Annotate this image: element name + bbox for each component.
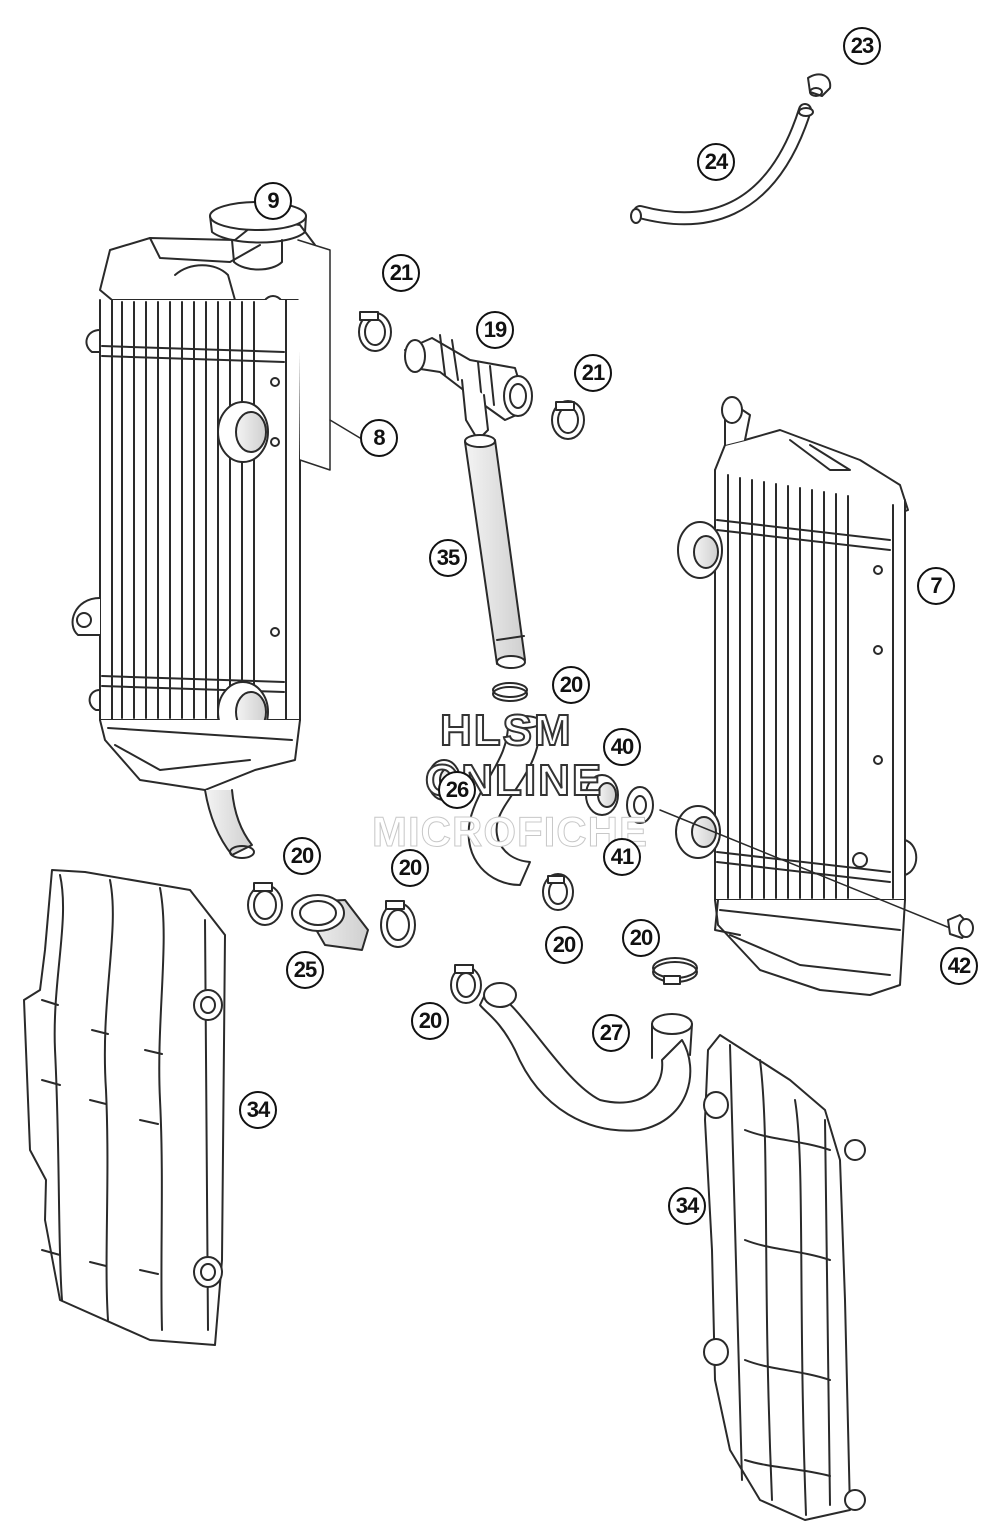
watermark-line-3: MICROFICHE: [372, 808, 648, 856]
callout-27: 27: [592, 1014, 630, 1052]
clamp-21-left: [358, 311, 392, 352]
callout-9: 9: [254, 182, 292, 220]
callout-8: 8: [360, 419, 398, 457]
clamp-20-right: [652, 957, 698, 985]
callout-25: 25: [286, 951, 324, 989]
right-shroud: [703, 1034, 866, 1521]
bolt-42: [947, 914, 974, 939]
t-piece: [404, 334, 533, 441]
callout-7: 7: [917, 567, 955, 605]
callout-20-d: 20: [545, 926, 583, 964]
clamp-20-lower: [450, 964, 482, 1004]
clamp-20-left: [247, 882, 283, 926]
callout-24: 24: [697, 143, 735, 181]
clamp-20-mid: [542, 873, 574, 911]
callout-41: 41: [603, 838, 641, 876]
hose-25: [291, 894, 369, 951]
overflow-hose: [630, 103, 814, 226]
callout-34-right: 34: [668, 1187, 706, 1225]
callout-34-left: 34: [239, 1091, 277, 1129]
watermark-line-1: HLSM: [439, 705, 573, 756]
callout-19: 19: [476, 311, 514, 349]
callout-20-e: 20: [622, 919, 660, 957]
hose-27: [479, 982, 693, 1132]
callout-20-c: 20: [391, 849, 429, 887]
callout-23: 23: [843, 27, 881, 65]
clamp-20-a: [492, 682, 528, 702]
callout-26: 26: [438, 771, 476, 809]
left-radiator: [71, 201, 319, 859]
callout-40: 40: [603, 728, 641, 766]
callout-21-top: 21: [382, 254, 420, 292]
callout-21-right: 21: [574, 354, 612, 392]
callout-20-b: 20: [283, 837, 321, 875]
overflow-fitting: [807, 73, 832, 97]
grommet-40: [585, 774, 619, 816]
washer-41: [626, 786, 654, 824]
tube-35: [464, 434, 526, 669]
callout-20-f: 20: [411, 1002, 449, 1040]
callout-35: 35: [429, 539, 467, 577]
left-shroud: [23, 869, 226, 1346]
clamp-20-center: [380, 900, 416, 948]
clamp-21-right: [551, 400, 585, 440]
hose-26: [467, 715, 542, 886]
callout-42: 42: [940, 947, 978, 985]
callout-20-a: 20: [552, 666, 590, 704]
right-radiator: [675, 396, 918, 996]
